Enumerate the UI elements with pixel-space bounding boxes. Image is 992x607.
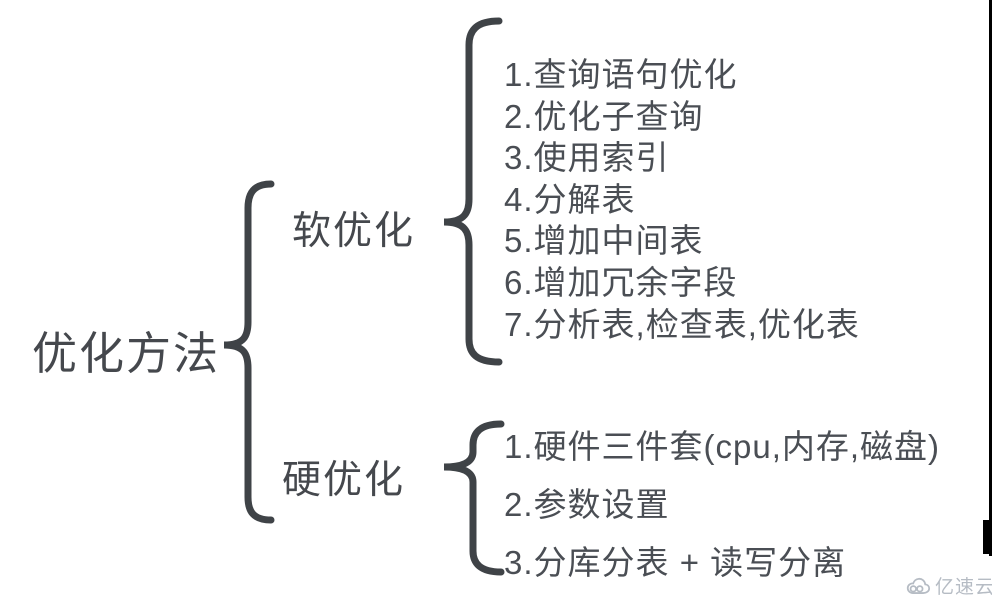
list-item: 2.参数设置 [504,486,670,523]
list-item: 4.分解表 [504,180,636,218]
list-item: 3.使用索引 [504,139,670,177]
root-node-label: 优化方法 [32,328,221,379]
list-item: 5.增加中间表 [504,222,704,260]
root-brace [223,180,275,524]
soft-optimization-item-list: 1.查询语句优化 2.优化子查询 3.使用索引 4.分解表 5.增加中间表 6.… [504,54,860,345]
list-item: 1.查询语句优化 [504,56,738,93]
scrollbar-thumb[interactable] [983,520,992,554]
list-item: 1.硬件三件套(cpu,内存,磁盘) [504,428,941,465]
hard-branch-brace [443,420,505,576]
list-item: 6.增加冗余字段 [504,263,738,301]
soft-branch-brace [443,17,503,366]
soft-optimization-node-label: 软优化 [292,210,416,253]
hard-optimization-node-label: 硬优化 [282,459,406,502]
hard-optimization-item-list: 1.硬件三件套(cpu,内存,磁盘) 2.参数设置 3.分库分表 + 读写分离 [504,418,940,592]
watermark: 亿速云 [902,572,992,599]
watermark-text: 亿速云 [935,577,992,598]
list-item: 2.优化子查询 [504,97,704,135]
cloud-logo-icon [902,574,932,598]
list-item: 7.分析表,检查表,优化表 [504,305,860,343]
scrollbar-track [989,0,992,556]
list-item: 3.分库分表 + 读写分离 [504,544,847,581]
